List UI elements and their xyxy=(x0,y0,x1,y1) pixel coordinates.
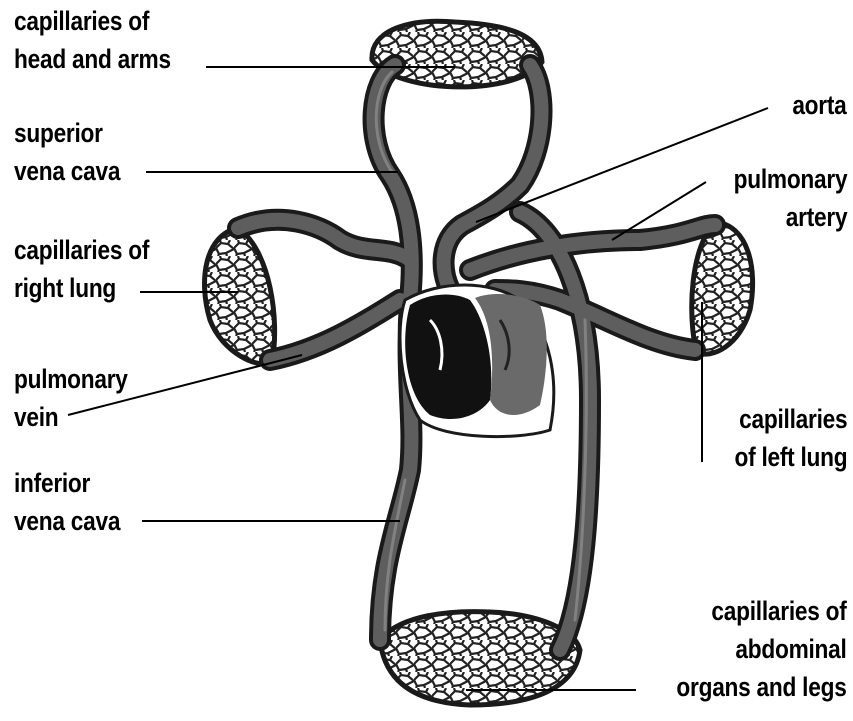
label-inferior-vena-cava: inferior vena cava xyxy=(14,464,120,540)
label-line: superior xyxy=(14,114,120,152)
label-line: organs and legs xyxy=(677,668,847,706)
label-line: head and arms xyxy=(14,40,171,78)
label-line: pulmonary xyxy=(14,360,128,398)
label-line: vein xyxy=(14,398,128,436)
capillary-bed-head-arms xyxy=(372,21,542,87)
label-line: pulmonary xyxy=(733,160,847,198)
label-line: artery xyxy=(733,198,847,236)
capillary-bed-right-lung xyxy=(205,228,275,364)
label-capillaries-head-arms: capillaries of head and arms xyxy=(14,2,171,78)
label-line: capillaries of xyxy=(677,592,847,630)
label-line: capillaries of xyxy=(14,2,171,40)
label-line: vena cava xyxy=(14,152,120,190)
label-pulmonary-vein: pulmonary vein xyxy=(14,360,128,436)
label-line: inferior xyxy=(14,464,120,502)
label-line: of left lung xyxy=(734,438,847,476)
label-line: aorta xyxy=(793,86,847,124)
label-line: capillaries xyxy=(734,400,847,438)
label-capillaries-left-lung: capillaries of left lung xyxy=(734,400,847,476)
capillary-bed-left-lung xyxy=(692,222,753,354)
label-line: capillaries of xyxy=(14,231,149,269)
label-line: right lung xyxy=(14,269,149,307)
label-pulmonary-artery: pulmonary artery xyxy=(733,160,847,236)
label-line: abdominal xyxy=(677,630,847,668)
heart xyxy=(400,285,554,437)
label-superior-vena-cava: superior vena cava xyxy=(14,114,120,190)
label-aorta: aorta xyxy=(793,86,847,124)
label-line: vena cava xyxy=(14,502,120,540)
label-capillaries-right-lung: capillaries of right lung xyxy=(14,231,149,307)
label-capillaries-abdominal: capillaries of abdominal organs and legs xyxy=(677,592,847,706)
